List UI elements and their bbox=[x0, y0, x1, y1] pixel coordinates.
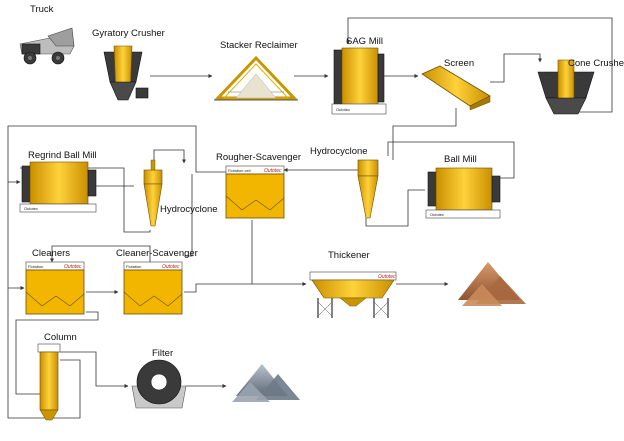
flow-rougher-to-regrind bbox=[7, 125, 240, 184]
label-regrind-ball-mill: Regrind Ball Mill bbox=[28, 150, 97, 161]
label-cone-crusher: Cone Crusher bbox=[568, 58, 624, 69]
regrind-mill-plate: Outotec bbox=[24, 206, 38, 211]
thickener-brand: Outotec bbox=[378, 274, 396, 280]
label-stacker-reclaimer: Stacker Reclaimer bbox=[220, 40, 298, 51]
label-hydrocyclone-right: Hydrocyclone bbox=[310, 146, 368, 157]
screen bbox=[421, 65, 491, 111]
label-cleaner-scavenger: Cleaner-Scavenger bbox=[116, 248, 198, 259]
flow-cs-recycle bbox=[50, 245, 151, 263]
flow-cone-recycle bbox=[346, 17, 613, 113]
cleaners-cell-text: Flotation bbox=[28, 264, 43, 269]
label-ball-mill: Ball Mill bbox=[444, 154, 477, 165]
tailings-piles bbox=[458, 262, 526, 306]
flow-regrind-cyclone-underflow bbox=[20, 167, 151, 233]
sag-mill: Outotec bbox=[331, 47, 387, 115]
label-screen: Screen bbox=[444, 58, 474, 69]
filter bbox=[131, 359, 187, 409]
ball-mill-plate: Outotec bbox=[430, 212, 444, 217]
label-rougher-scavenger: Rougher-Scavenger bbox=[216, 152, 301, 163]
ball-mill: Outotec bbox=[425, 167, 501, 219]
flow-cs-tails bbox=[184, 283, 252, 293]
label-gyratory-crusher: Gyratory Crusher bbox=[92, 28, 165, 39]
flow-cleaners-to-column bbox=[15, 311, 99, 395]
cs-brand: Outotec bbox=[162, 264, 180, 270]
label-sag-mill: SAG Mill bbox=[346, 36, 383, 47]
flow-screen-to-cone bbox=[490, 53, 542, 83]
flow-ballmill-return bbox=[387, 141, 515, 179]
stacker-reclaimer bbox=[214, 55, 298, 101]
rougher-cell-text: Flotation cell bbox=[228, 168, 251, 173]
flow-to-cleaners bbox=[7, 182, 25, 290]
cleaners-brand: Outotec bbox=[64, 264, 82, 270]
flow-column-recycle bbox=[7, 288, 81, 419]
label-column: Column bbox=[44, 332, 77, 343]
gyratory-crusher bbox=[103, 45, 149, 101]
cleaners: Flotation Outotec bbox=[25, 261, 85, 315]
regrind-ball-mill: Outotec bbox=[19, 161, 97, 213]
cone-crusher bbox=[537, 59, 595, 115]
label-truck: Truck bbox=[30, 4, 54, 15]
hydrocyclone-left bbox=[143, 159, 163, 227]
label-filter: Filter bbox=[152, 348, 173, 359]
column-flotation bbox=[37, 343, 61, 421]
flow-to-cleaner-scavenger bbox=[184, 174, 193, 257]
flow-regrind-cyclone-overflow bbox=[153, 149, 186, 164]
flow-column-to-filter bbox=[60, 351, 129, 388]
flow-lines bbox=[7, 17, 613, 419]
hydrocyclone-right bbox=[357, 159, 379, 219]
label-cleaners: Cleaners bbox=[32, 248, 70, 259]
concentrate-piles bbox=[232, 364, 300, 402]
label-thickener: Thickener bbox=[328, 250, 370, 261]
sag-mill-plate: Outotec bbox=[336, 107, 350, 112]
label-hydrocyclone-left: Hydrocyclone bbox=[160, 204, 218, 215]
cs-cell-text: Flotation bbox=[126, 264, 141, 269]
thickener: Outotec bbox=[309, 271, 397, 318]
rougher-brand: Outotec bbox=[264, 168, 282, 174]
cleaner-scavenger: Flotation Outotec bbox=[123, 261, 183, 315]
flow-screen-down bbox=[392, 108, 457, 160]
truck bbox=[19, 27, 75, 65]
flow-rougher-tails bbox=[251, 220, 307, 286]
rougher-scavenger: Flotation cell Outotec bbox=[225, 165, 285, 219]
flow-cyclone-to-ballmill bbox=[365, 189, 425, 227]
